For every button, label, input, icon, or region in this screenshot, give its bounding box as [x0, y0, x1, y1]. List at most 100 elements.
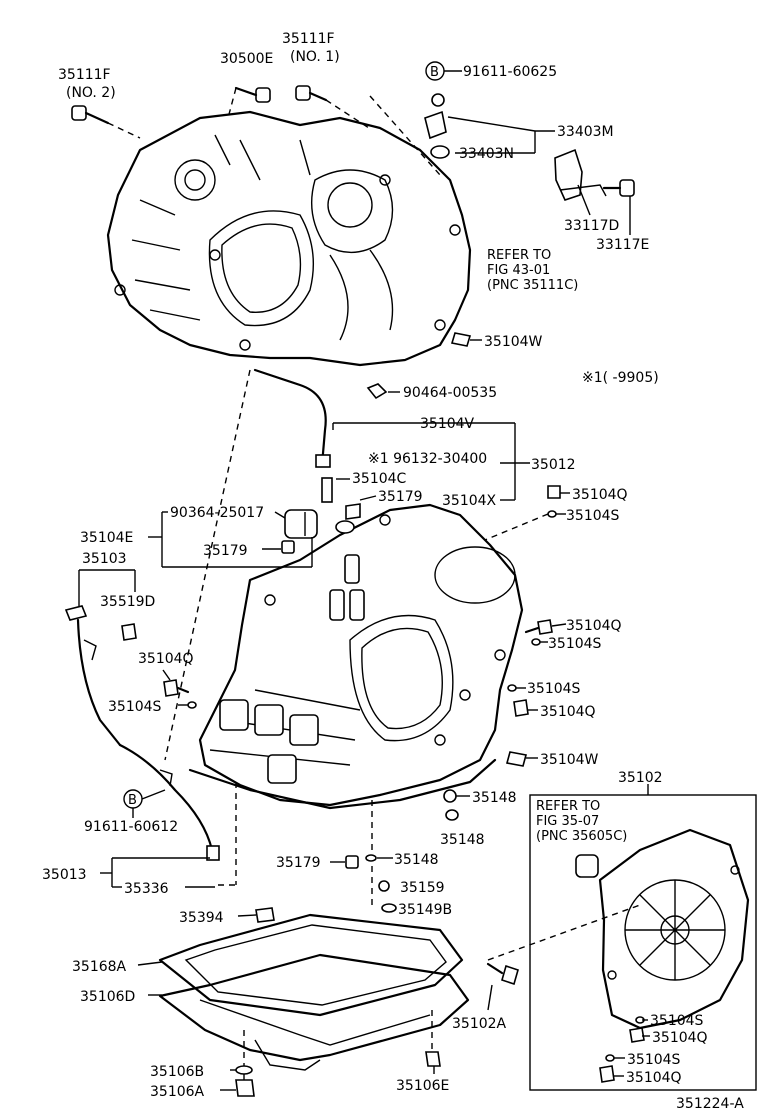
bracket-33117d: [554, 148, 607, 201]
label-35336: 35336: [124, 881, 169, 897]
label-35104w-mid: 35104W: [540, 752, 599, 768]
plug-35104w-top: [450, 332, 472, 347]
label-35104s-f: 35104S: [627, 1052, 681, 1068]
label-35104q-c: 35104Q: [566, 618, 622, 634]
label-35104w-top: 35104W: [484, 334, 543, 350]
bolt-35104q-a: [547, 485, 561, 499]
label-35111f-no1: 35111F: [282, 31, 335, 47]
label-35106a: 35106A: [150, 1084, 205, 1100]
plug-35148-b: [445, 809, 459, 821]
dipstick-tube-35013: [118, 743, 220, 861]
label-35104q-a: 35104Q: [572, 487, 628, 503]
label-35103: 35103: [82, 551, 127, 567]
clip-90464-00535: [366, 383, 388, 400]
label-33117d: 33117D: [564, 218, 619, 234]
label-35104q-d: 35104Q: [540, 704, 596, 720]
label-35179-b: 35179: [203, 543, 248, 559]
label-33403n: 33403N: [459, 146, 514, 162]
label-35104q-f: 35104Q: [626, 1070, 682, 1086]
label-refer-bot-1: REFER TO: [536, 799, 600, 814]
label-91611-60625: 91611-60625: [463, 64, 557, 80]
label-35394: 35394: [179, 910, 224, 926]
label-35106e: 35106E: [396, 1078, 449, 1094]
label-35104s-e: 35104S: [650, 1013, 704, 1029]
extension-housing-35102: [598, 828, 750, 1030]
label-35111f-no2: 35111F: [58, 67, 111, 83]
label-refer-top-3: (PNC 35111C): [487, 278, 578, 293]
plug-35148-a: [443, 789, 457, 803]
drain-plug-35106a: [235, 1079, 255, 1097]
leader-dashed: [484, 513, 549, 541]
label-35104s-a: 35104S: [566, 508, 620, 524]
label-35104s-d: 35104S: [527, 681, 581, 697]
label-35519d: 35519D: [100, 594, 155, 610]
label-30500e: 30500E: [220, 51, 273, 67]
leader-lines: [78, 116, 650, 1091]
label-35149b: 35149B: [398, 902, 452, 918]
washer-35104s-c: [531, 638, 541, 646]
plug-35104w-mid: [505, 751, 528, 767]
label-35148-b: 35148: [440, 832, 485, 848]
b-mark-top: B: [430, 65, 439, 80]
bolt-washer-set-lower: [599, 1016, 645, 1083]
o-ring-35159: [378, 880, 390, 892]
bolt-35104q-c: [524, 619, 553, 635]
label-35104q-b: 35104Q: [138, 651, 194, 667]
label-35104s-b: 35104S: [108, 699, 162, 715]
plug-35179-left: [281, 540, 295, 554]
gasket-35148-c: [365, 854, 377, 862]
bolt-35111f-no2: [71, 105, 141, 139]
label-35104q-e: 35104Q: [652, 1030, 708, 1046]
sub-assembly-box: [529, 794, 757, 1091]
leader-dashed: [164, 369, 251, 761]
label-35012: 35012: [531, 457, 576, 473]
label-35168a: 35168A: [72, 959, 127, 975]
label-35104x: 35104X: [442, 493, 497, 509]
bolt-35111f-no1: [295, 85, 373, 131]
bolt-35106e: [425, 1051, 441, 1067]
label-35106b: 35106B: [150, 1064, 204, 1080]
plug-35179-center: [345, 855, 359, 869]
label-fig-code: 351224-A: [676, 1096, 744, 1112]
label-33117e: 33117E: [596, 237, 649, 253]
circle-b-top: B: [425, 61, 462, 81]
label-90364-25017: 90364-25017: [170, 505, 264, 521]
bolt-35104q-d: [513, 699, 529, 717]
gasket-35168a: [158, 913, 464, 1017]
b-mark-bottom: B: [128, 793, 137, 808]
label-35148-a: 35148: [472, 790, 517, 806]
washer-35104s-a: [547, 510, 557, 518]
label-35104s-c: 35104S: [548, 636, 602, 652]
circle-b-bottom: B: [123, 789, 166, 809]
label-35104e: 35104E: [80, 530, 133, 546]
label-refer-bot-3: (PNC 35605C): [536, 829, 627, 844]
label-35102: 35102: [618, 770, 663, 786]
label-refer-top-2: FIG 43-01: [487, 263, 550, 278]
label-90464-00535: 90464-00535: [403, 385, 497, 401]
label-35102a: 35102A: [452, 1016, 507, 1032]
o-ring-35149b: [381, 903, 397, 913]
label-91611-60612: 91611-60612: [84, 819, 178, 835]
transaxle-case: [188, 503, 524, 810]
label-35148-c: 35148: [394, 852, 439, 868]
plug-35179-top: [335, 503, 361, 534]
oil-cooler-tube: [253, 368, 333, 503]
label-35159: 35159: [400, 880, 445, 896]
bolt-35102a: [486, 962, 519, 986]
bolt-33117e: [602, 179, 635, 197]
clip-35519d: [121, 623, 137, 641]
label-35111f-no2-sub: (NO. 2): [66, 85, 116, 101]
label-35013: 35013: [42, 867, 87, 883]
label-96132-30400: ※1 96132-30400: [368, 451, 487, 467]
label-35111f-no1-sub: (NO. 1): [290, 49, 340, 65]
label-35104c: 35104C: [352, 471, 407, 487]
label-35104v: 35104V: [420, 416, 475, 432]
bolt-35104q-b: [163, 679, 190, 697]
plug-35394: [255, 907, 275, 923]
washer-35104s-d: [507, 684, 517, 692]
gasket-35106b: [235, 1065, 253, 1075]
label-35106d: 35106D: [80, 989, 135, 1005]
dipstick-35103: [64, 605, 122, 747]
